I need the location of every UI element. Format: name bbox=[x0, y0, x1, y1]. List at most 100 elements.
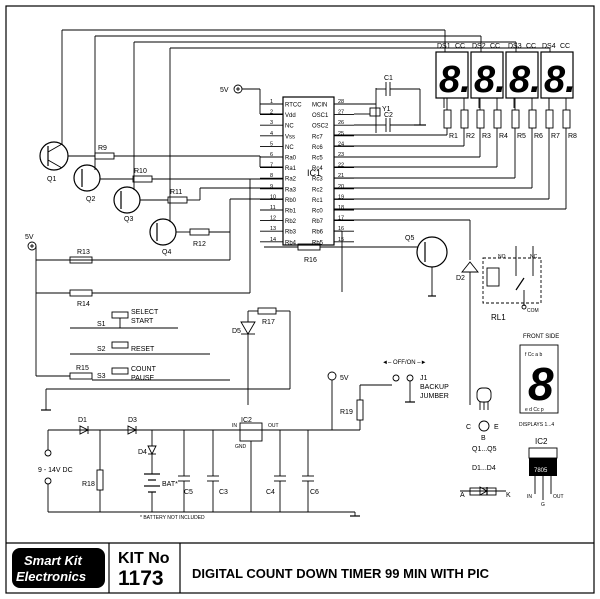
5v-terminal-mid bbox=[327, 371, 337, 381]
display-header-1: CC bbox=[455, 43, 465, 50]
segment-lines bbox=[334, 128, 567, 210]
relay-no-label: NO bbox=[498, 254, 506, 260]
5v-label-top: 5V bbox=[220, 87, 229, 94]
ic1-pin-16-number: 16 bbox=[338, 226, 344, 232]
transistor-q3: Q3 bbox=[113, 186, 141, 223]
d5-label: D5 bbox=[232, 328, 241, 335]
diode-d3 bbox=[127, 425, 138, 435]
ic1: 1RTCC2Vdd3NC4Vss5NC6Ra07Ra18Ra29Ra310Rb0… bbox=[260, 96, 354, 246]
resistor-r17 bbox=[257, 307, 277, 315]
resistor-r3 bbox=[476, 109, 485, 129]
cathode-label: K bbox=[506, 492, 511, 499]
r9-label: R9 bbox=[98, 145, 107, 152]
transistor-q1: Q1 bbox=[39, 141, 69, 183]
resistor-r14 bbox=[69, 289, 93, 297]
ic1-body bbox=[282, 96, 335, 246]
resistor-r10 bbox=[132, 175, 153, 183]
ic1-pin-19-number: 19 bbox=[338, 194, 344, 200]
resistor-r15 bbox=[69, 372, 93, 380]
ic1-pin-21-number: 21 bbox=[338, 173, 344, 179]
ic1-pin-2-name: Vdd bbox=[285, 113, 296, 119]
diode-pinout: D1...D4 A K bbox=[460, 465, 511, 499]
ic1-pin-8-name: Ra2 bbox=[285, 177, 297, 183]
dc-input-negative bbox=[44, 477, 52, 485]
pkg-out-label: OUT bbox=[553, 494, 564, 500]
r7-label: R7 bbox=[551, 133, 560, 140]
ic1-pin-9-number: 9 bbox=[270, 184, 273, 190]
ic1-pin-3-number: 3 bbox=[270, 120, 273, 126]
r13-label: R13 bbox=[77, 249, 90, 256]
ic2-package: IC2 7805 IN OUT G bbox=[527, 437, 564, 508]
pin-c-label: C bbox=[466, 424, 471, 431]
ic1-pin-28-name: MCIN bbox=[312, 103, 327, 109]
oscillator: C1 C2 Y1 bbox=[354, 75, 426, 133]
ic1-pin-21-name: Rc3 bbox=[312, 177, 323, 183]
s3-count-label: COUNT bbox=[131, 366, 157, 373]
displays-note: DISPLAYS 1...4 bbox=[519, 422, 554, 428]
r6-label: R6 bbox=[534, 133, 543, 140]
c3-label: C3 bbox=[219, 489, 228, 496]
ic1-pin-17-number: 17 bbox=[338, 216, 344, 222]
bat-label: BAT* bbox=[162, 481, 178, 488]
ic2-pkg-label: IC2 bbox=[535, 437, 548, 446]
q4-label: Q4 bbox=[162, 249, 171, 256]
resistor-r18 bbox=[96, 469, 104, 491]
d1-label: D1 bbox=[78, 417, 87, 424]
crystal-y1 bbox=[369, 107, 381, 117]
r10-label: R10 bbox=[134, 168, 147, 175]
anode-label: A bbox=[460, 492, 465, 499]
led-d5: D5 R17 bbox=[232, 307, 291, 405]
relay-rl1: NO NC COM RL1 bbox=[482, 246, 542, 322]
ic2-part-number: 7805 bbox=[534, 468, 548, 474]
resistor-r9 bbox=[94, 152, 115, 160]
resistor-r19 bbox=[356, 399, 364, 421]
kit-label: KIT No bbox=[118, 550, 170, 567]
display-ds3-digit: 8. bbox=[509, 59, 541, 101]
dc-input-label: 9 - 14V DC bbox=[38, 467, 73, 474]
pin-b-label: B bbox=[481, 435, 486, 442]
5v-label-left: 5V bbox=[25, 234, 34, 241]
display-ds2 bbox=[470, 51, 504, 99]
ic1-pin-24-number: 24 bbox=[338, 141, 344, 147]
c5-label: C5 bbox=[184, 489, 193, 496]
ic1-pin-13-name: Rb3 bbox=[285, 230, 297, 236]
switch-s3: R15 S3 COUNT PAUSE bbox=[36, 365, 290, 411]
ic1-pin-23-name: Rc5 bbox=[312, 156, 323, 162]
ic1-pin-5-number: 5 bbox=[270, 141, 273, 147]
ic1-pin-7-number: 7 bbox=[270, 163, 273, 169]
display-header-0: DS1 bbox=[437, 43, 451, 50]
battery-note: * BATTERY NOT INCLUDED bbox=[140, 515, 205, 521]
offon-label: ◄– OFF/ON –► bbox=[382, 360, 427, 366]
ic1-pin-25-number: 25 bbox=[338, 131, 344, 137]
display-digit-sample: 8 bbox=[528, 358, 554, 410]
r16-label: R16 bbox=[304, 257, 317, 264]
r12-label: R12 bbox=[193, 241, 206, 248]
ic1-pin-26-name: OSC2 bbox=[312, 124, 329, 130]
front-side-label: FRONT SIDE bbox=[523, 334, 559, 340]
seg-top-label: f Cc a b bbox=[525, 352, 542, 358]
q-range-label: Q1...Q5 bbox=[472, 446, 497, 453]
relay-driver: R16 Q5 D2 bbox=[264, 219, 479, 405]
display-header-5: CC bbox=[526, 43, 536, 50]
ic1-pin-20-number: 20 bbox=[338, 184, 344, 190]
transistor-q5 bbox=[416, 236, 448, 268]
display-header-4: DS3 bbox=[508, 43, 522, 50]
r17-label: R17 bbox=[262, 319, 275, 326]
resistor-r11 bbox=[167, 196, 188, 204]
c2-label: C2 bbox=[384, 112, 393, 119]
ic1-pin-15-number: 15 bbox=[338, 237, 344, 243]
q5-label: Q5 bbox=[405, 235, 414, 242]
d-range-label: D1...D4 bbox=[472, 465, 496, 472]
j1-label: J1 bbox=[420, 375, 428, 382]
ic2-gnd-label: GND bbox=[235, 444, 247, 450]
switch-s1: S1 SELECT START bbox=[70, 309, 178, 329]
rl1-label: RL1 bbox=[491, 313, 506, 322]
r19-label: R19 bbox=[340, 409, 353, 416]
ic1-pin-11-name: Rb1 bbox=[285, 209, 297, 215]
r14-label: R14 bbox=[77, 301, 90, 308]
brand-logo bbox=[12, 548, 105, 588]
ic1-pin-14-name: Rb4 bbox=[285, 240, 297, 246]
ic1-pin-13-number: 13 bbox=[270, 226, 276, 232]
ic1-pin-15-name: Rb5 bbox=[312, 240, 324, 246]
display-header-6: DS4 bbox=[542, 43, 556, 50]
